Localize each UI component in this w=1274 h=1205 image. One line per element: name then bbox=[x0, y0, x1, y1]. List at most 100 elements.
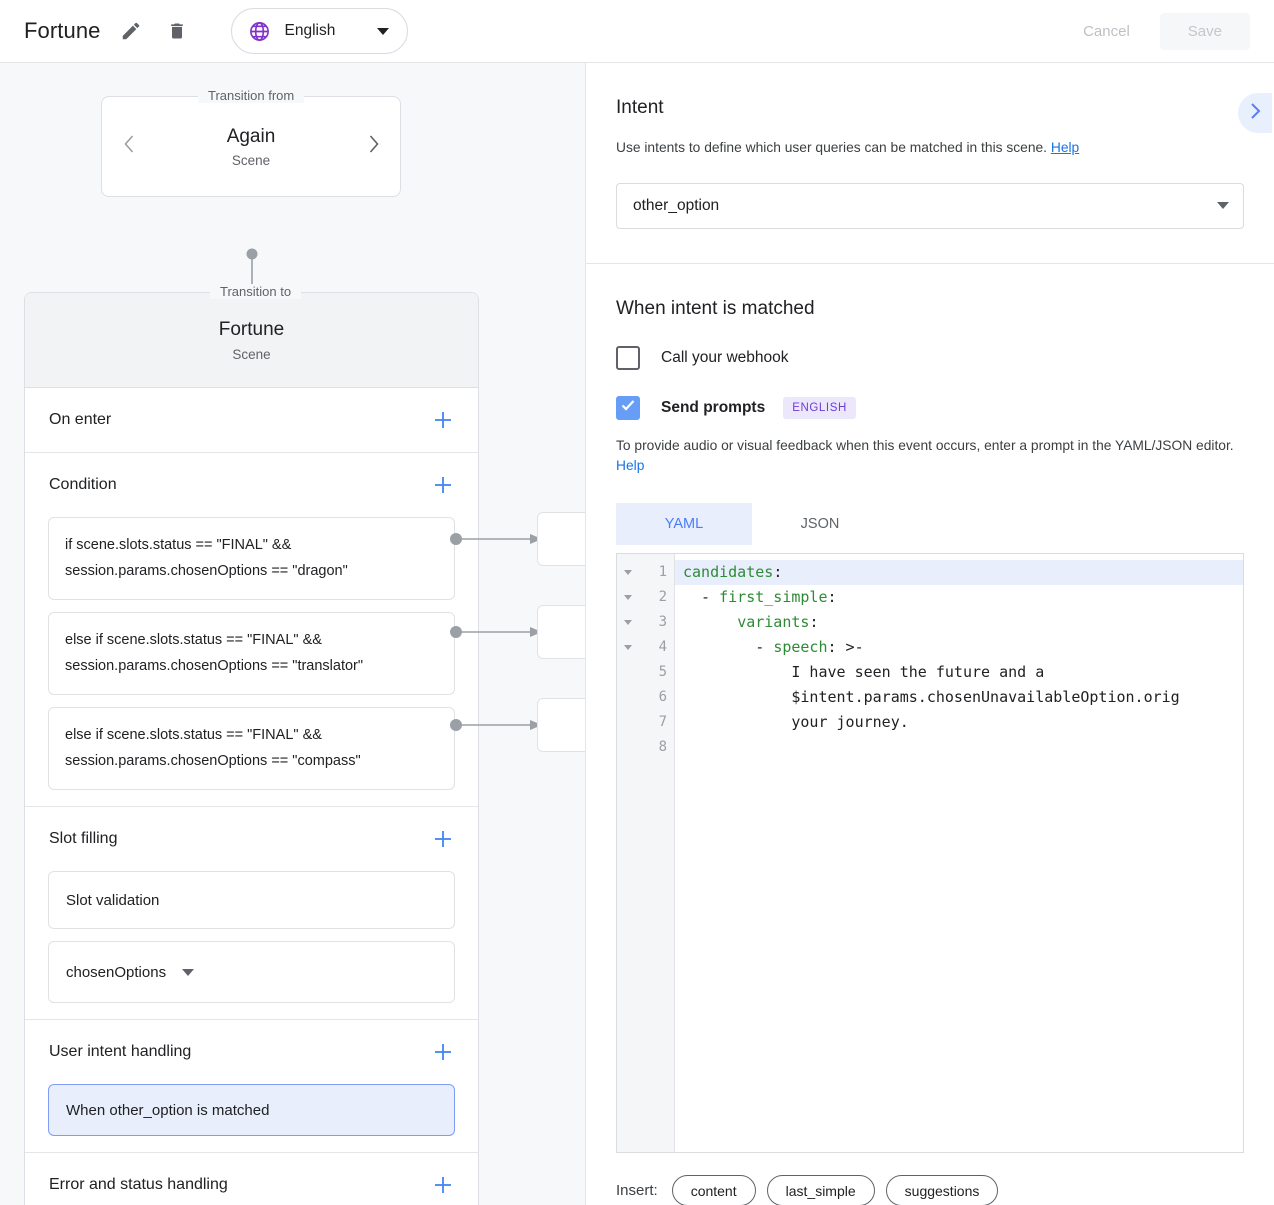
code-line: $intent.params.chosenUnavailableOption.o… bbox=[683, 688, 1180, 707]
next-scene-button[interactable] bbox=[360, 134, 386, 160]
yaml-key: speech bbox=[773, 638, 828, 657]
condition-line-1: else if scene.slots.status == "FINAL" && bbox=[65, 632, 322, 649]
insert-chip-suggestions[interactable]: suggestions bbox=[885, 1175, 999, 1205]
globe-icon bbox=[248, 20, 271, 43]
language-selector[interactable]: English bbox=[230, 8, 409, 54]
tab-json[interactable]: JSON bbox=[800, 516, 840, 533]
caret-down-icon bbox=[624, 645, 632, 651]
intent-select[interactable]: other_option bbox=[616, 182, 1244, 229]
when-intent-matched-section: When intent is matched Call your webhook… bbox=[586, 298, 1274, 1205]
send-prompts-row: Send prompts ENGLISH bbox=[616, 395, 1244, 420]
user-intent-item-selected[interactable]: When other_option is matched bbox=[48, 1084, 455, 1137]
transition-to-legend: Transition to bbox=[210, 284, 302, 299]
trash-icon bbox=[167, 20, 187, 42]
fold-toggle[interactable] bbox=[617, 610, 639, 635]
condition-line-2: session.params.chosenOptions == "dragon" bbox=[65, 562, 348, 579]
send-prompts-checkbox[interactable] bbox=[616, 395, 640, 420]
slot-validation-label: Slot validation bbox=[66, 891, 160, 909]
add-error-handler-button[interactable] bbox=[430, 1172, 456, 1198]
section-title-slot-filling: Slot filling bbox=[49, 830, 118, 848]
checkmark-icon bbox=[620, 397, 636, 418]
transition-from-legend: Transition from bbox=[198, 88, 305, 103]
insert-chip-last-simple[interactable]: last_simple bbox=[766, 1175, 875, 1205]
slot-selector[interactable]: chosenOptions bbox=[48, 941, 455, 1004]
header-actions: Cancel Save bbox=[1065, 12, 1250, 50]
chevron-down-icon bbox=[182, 968, 195, 976]
fold-toggle[interactable] bbox=[617, 560, 639, 585]
line-number: 4 bbox=[658, 639, 667, 656]
transition-from-type: Scene bbox=[231, 153, 271, 169]
chevron-down-icon bbox=[1217, 202, 1229, 210]
scene-graph-pane: Transition from Again Scene Transition t… bbox=[0, 63, 585, 1205]
condition-target-node[interactable] bbox=[537, 698, 585, 752]
delete-scene-button[interactable] bbox=[161, 15, 193, 47]
condition-target-node[interactable] bbox=[537, 605, 585, 659]
section-title-on-enter: On enter bbox=[49, 411, 112, 428]
slot-name-label: chosenOptions bbox=[66, 963, 167, 981]
save-button[interactable]: Save bbox=[1159, 12, 1250, 50]
section-user-intent-handling: User intent handling When other_option i… bbox=[25, 1020, 478, 1154]
section-slot-filling: Slot filling Slot validation chosenOptio… bbox=[25, 807, 478, 1021]
add-condition-button[interactable] bbox=[430, 472, 456, 498]
cancel-button[interactable]: Cancel bbox=[1065, 13, 1148, 50]
fold-toggle[interactable] bbox=[617, 635, 639, 660]
transition-to-type: Scene bbox=[232, 346, 271, 362]
user-intent-item-label: When other_option is matched bbox=[66, 1101, 270, 1119]
code-line: - first_simple: bbox=[683, 588, 837, 607]
transition-to-name: Fortune bbox=[218, 319, 285, 341]
edit-name-button[interactable] bbox=[115, 15, 147, 47]
line-number: 7 bbox=[658, 714, 667, 731]
insert-snippets-row: Insert: content last_simple suggestions bbox=[616, 1175, 1244, 1205]
code-line: - speech: >- bbox=[683, 638, 864, 657]
send-prompts-label: Send prompts bbox=[661, 398, 766, 416]
intent-description-text: Use intents to define which user queries… bbox=[616, 140, 1048, 155]
line-number: 6 bbox=[658, 689, 667, 706]
line-number: 1 bbox=[658, 564, 667, 581]
when-matched-title: When intent is matched bbox=[616, 297, 815, 319]
condition-line-1: if scene.slots.status == "FINAL" && bbox=[65, 537, 292, 553]
collapse-panel-button[interactable] bbox=[1238, 93, 1272, 133]
line-number: 2 bbox=[658, 589, 667, 606]
intent-section-title: Intent bbox=[616, 97, 664, 118]
transition-from-name: Again bbox=[226, 125, 276, 147]
condition-item[interactable]: else if scene.slots.status == "FINAL" &&… bbox=[48, 612, 455, 696]
call-webhook-checkbox[interactable] bbox=[616, 345, 640, 370]
slot-validation-item[interactable]: Slot validation bbox=[48, 871, 455, 930]
transition-to-card[interactable]: Fortune Scene bbox=[25, 293, 478, 388]
intent-help-link[interactable]: Help bbox=[1050, 140, 1080, 155]
previous-scene-button[interactable] bbox=[116, 134, 142, 160]
condition-line-2: session.params.chosenOptions == "transla… bbox=[65, 657, 364, 674]
condition-target-node[interactable] bbox=[537, 512, 585, 566]
editor-format-tabs: YAML JSON bbox=[616, 503, 1244, 546]
section-title-user-intent: User intent handling bbox=[49, 1043, 192, 1061]
intent-section: Intent Use intents to define which user … bbox=[586, 97, 1274, 229]
fold-toggle[interactable] bbox=[617, 585, 639, 610]
yaml-key: variants bbox=[737, 613, 810, 632]
tab-yaml[interactable]: YAML bbox=[616, 503, 752, 546]
condition-line-1: else if scene.slots.status == "FINAL" && bbox=[65, 727, 322, 744]
prompt-code-editor[interactable]: 1 2 3 4 5 6 7 8 candidates: - first_simp… bbox=[616, 553, 1244, 1154]
language-badge: ENGLISH bbox=[783, 396, 856, 419]
add-slot-button[interactable] bbox=[430, 826, 456, 852]
language-label: English bbox=[284, 22, 336, 39]
editor-code-area[interactable]: candidates: - first_simple: variants: - … bbox=[675, 554, 1243, 1152]
call-webhook-label: Call your webhook bbox=[661, 348, 789, 366]
intent-select-value: other_option bbox=[633, 196, 720, 214]
condition-line-2: session.params.chosenOptions == "compass… bbox=[65, 752, 361, 769]
line-number: 8 bbox=[658, 739, 667, 756]
add-on-enter-button[interactable] bbox=[430, 407, 456, 433]
transition-from-card[interactable]: Transition from Again Scene bbox=[101, 88, 401, 197]
section-title-condition: Condition bbox=[49, 476, 117, 493]
insert-label: Insert: bbox=[616, 1182, 658, 1200]
condition-item[interactable]: if scene.slots.status == "FINAL" && sess… bbox=[48, 517, 455, 601]
prompts-description-text: To provide audio or visual feedback when… bbox=[616, 437, 1234, 453]
prompts-description: To provide audio or visual feedback when… bbox=[616, 436, 1244, 477]
insert-chip-content[interactable]: content bbox=[671, 1175, 756, 1205]
prompts-help-link[interactable]: Help bbox=[616, 458, 645, 474]
line-number: 5 bbox=[658, 664, 667, 681]
add-user-intent-button[interactable] bbox=[430, 1039, 456, 1065]
condition-item[interactable]: else if scene.slots.status == "FINAL" &&… bbox=[48, 707, 455, 791]
app-header: Fortune English Cancel bbox=[0, 0, 1274, 63]
section-on-enter: On enter bbox=[25, 388, 478, 453]
code-line bbox=[675, 735, 1243, 760]
